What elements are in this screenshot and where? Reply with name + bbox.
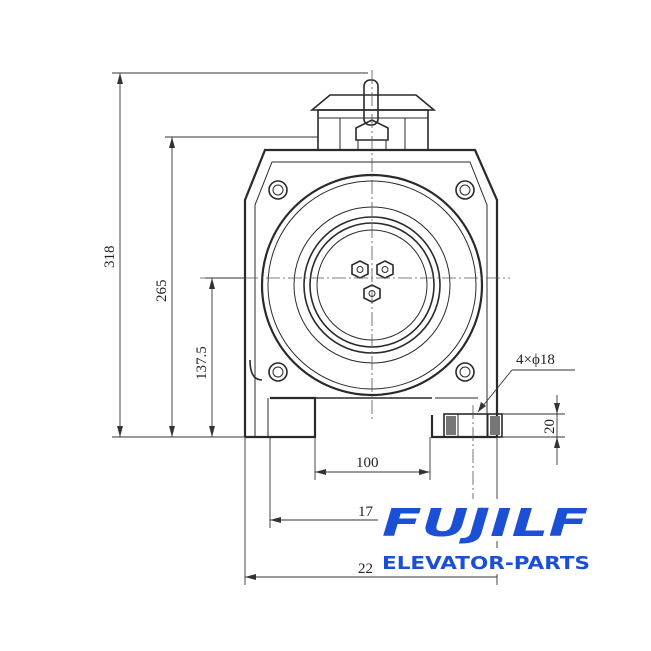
dim-shaft-height: 265	[154, 280, 170, 303]
dim-hole-spacing: 100	[356, 455, 379, 471]
bolt-icon	[268, 180, 288, 200]
dim-overall-width: 22	[358, 561, 373, 577]
logo-tagline: ELEVATOR-PARTS	[382, 553, 590, 574]
center-lines	[200, 70, 510, 420]
dim-overall-height: 318	[102, 246, 118, 269]
dimension-lines	[112, 72, 575, 585]
brake-assembly	[309, 79, 437, 151]
logo-brand: FUJILF	[382, 501, 588, 545]
hex-bolt-icon	[351, 260, 369, 279]
dim-center-height: 137.5	[194, 346, 210, 380]
bolt-icon	[455, 362, 475, 382]
bolt-icon	[268, 362, 288, 382]
dim-mid-width: 17	[358, 504, 374, 520]
hex-bolt-icon	[376, 260, 394, 279]
bolt-icon	[455, 180, 475, 200]
corner-bolts	[268, 180, 475, 382]
dimension-labels: 318 265 137.5 100 17 22 20 4×ϕ18	[102, 246, 558, 578]
dim-foot-thickness: 20	[542, 419, 558, 434]
hub-bolts	[351, 260, 394, 303]
dim-holes: 4×ϕ18	[516, 352, 555, 368]
brand-logo: FUJILF ELEVATOR-PARTS	[378, 499, 594, 574]
